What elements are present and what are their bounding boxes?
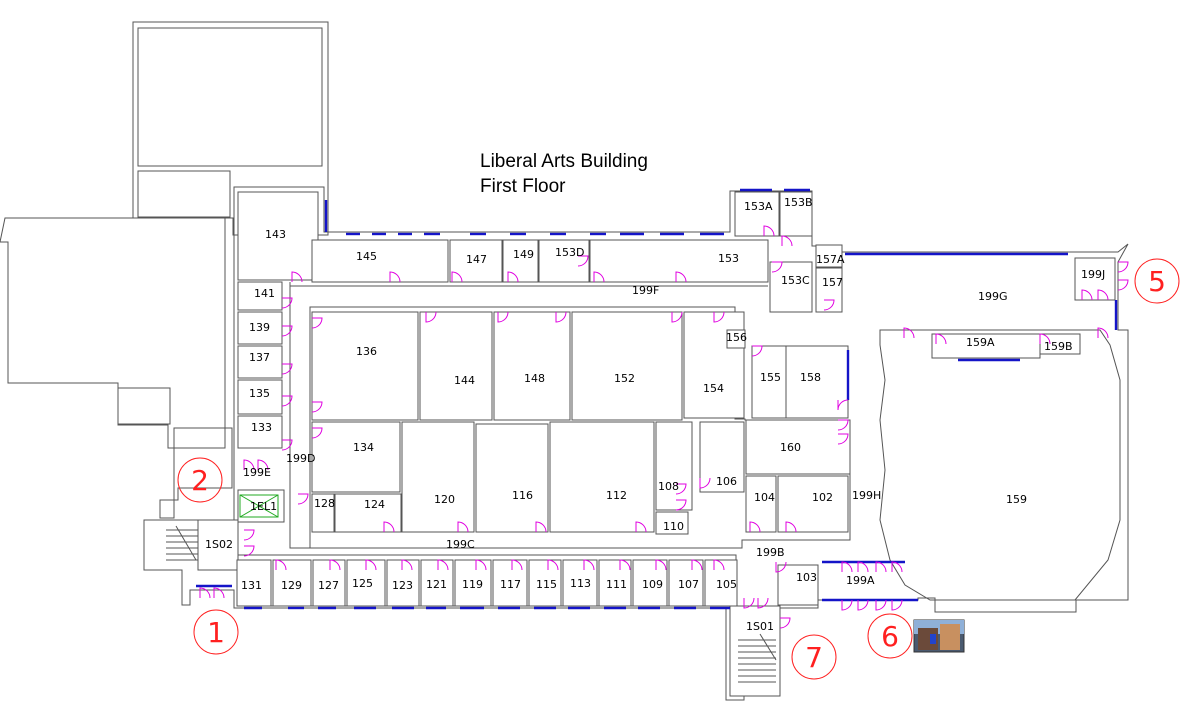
elevator-cross [239,494,279,518]
room-label: 144 [454,374,475,387]
room-label: 147 [466,253,487,266]
room-label: 199D [286,452,315,465]
entrance-number: 1 [207,616,225,649]
room-label: 120 [434,493,455,506]
room-label: 1EL1 [250,500,277,513]
room-label: 135 [249,387,270,400]
room-label: 156 [726,331,747,344]
room-label: 136 [356,345,377,358]
room-label: 107 [678,578,699,591]
room-label: 125 [352,577,373,590]
room-label: 116 [512,489,533,502]
room-label: 139 [249,321,270,334]
room-label: 104 [754,491,775,504]
room-label: 159 [1006,493,1027,506]
entrance-number: 5 [1148,265,1166,298]
doors [199,225,1129,629]
room-label: 108 [658,480,679,493]
entrance-number: 6 [881,620,899,653]
room-label: 127 [318,579,339,592]
room-label: 111 [606,578,627,591]
room-label: 159A [966,336,995,349]
room-label: 148 [524,372,545,385]
room-label: 106 [716,475,737,488]
room-label: 153C [781,274,810,287]
room-label: 199J [1081,268,1105,281]
room-label: 157 [822,276,843,289]
room-label: 152 [614,372,635,385]
room-label: 155 [760,371,781,384]
room-label: 153 [718,252,739,265]
room-label: 160 [780,441,801,454]
room-label: 157A [816,253,845,266]
room-label: 124 [364,498,385,511]
room-label: 102 [812,491,833,504]
room-label: 137 [249,351,270,364]
entrance-marker[interactable]: 2 [177,457,223,503]
room-label: 153D [555,246,584,259]
room-label: 110 [663,520,684,533]
room-label: 1S01 [746,620,774,633]
entrance-number: 2 [191,464,209,497]
room-label: 128 [314,497,335,510]
entrance-marker[interactable]: 1 [193,609,239,655]
room-labels: 143 145 147 149 153D 153 153A 153B 153C … [205,196,1105,633]
room-label: 159B [1044,340,1073,353]
room-label: 113 [570,577,591,590]
room-label: 1S02 [205,538,233,551]
stairs-1s02 [166,525,198,561]
room-label: 119 [462,578,483,591]
adjacent-structures [0,21,329,519]
room-label: 115 [536,578,557,591]
room-label: 153B [784,196,813,209]
room-label: 154 [703,382,724,395]
room-label: 199H [852,489,881,502]
room-label: 131 [241,579,262,592]
room-label: 134 [353,441,374,454]
stairs-1s01 [738,633,777,683]
rooms-geometry [197,191,1116,697]
room-label: 143 [265,228,286,241]
room-label: 117 [500,578,521,591]
entrance-marker[interactable]: 6 [867,613,913,659]
room-label: 199F [632,284,659,297]
room-label: 112 [606,489,627,502]
room-label: 123 [392,579,413,592]
room-label: 121 [426,578,447,591]
room-label: 133 [251,421,272,434]
room-label: 199C [446,538,475,551]
room-label: 105 [716,578,737,591]
room-label: 158 [800,371,821,384]
room-label: 149 [513,248,534,261]
room-label: 153A [744,200,773,213]
room-label: 199G [978,290,1008,303]
room-label: 145 [356,250,377,263]
entrance-marker[interactable]: 7 [791,634,837,680]
room-label: 199B [756,546,785,559]
room-label: 103 [796,571,817,584]
plan-title-line-1: Liberal Arts Building [480,151,648,172]
room-label: 129 [281,579,302,592]
plan-title-line-2: First Floor [480,176,566,197]
entrance-number: 7 [805,641,823,674]
room-label: 141 [254,287,275,300]
room-label: 199E [243,466,271,479]
room-label: 199A [846,574,875,587]
entrance-marker[interactable]: 5 [1134,258,1180,304]
building-photo-thumbnail[interactable] [913,619,965,653]
windows [196,188,1118,610]
room-label: 109 [642,578,663,591]
elevator-box [239,494,279,518]
